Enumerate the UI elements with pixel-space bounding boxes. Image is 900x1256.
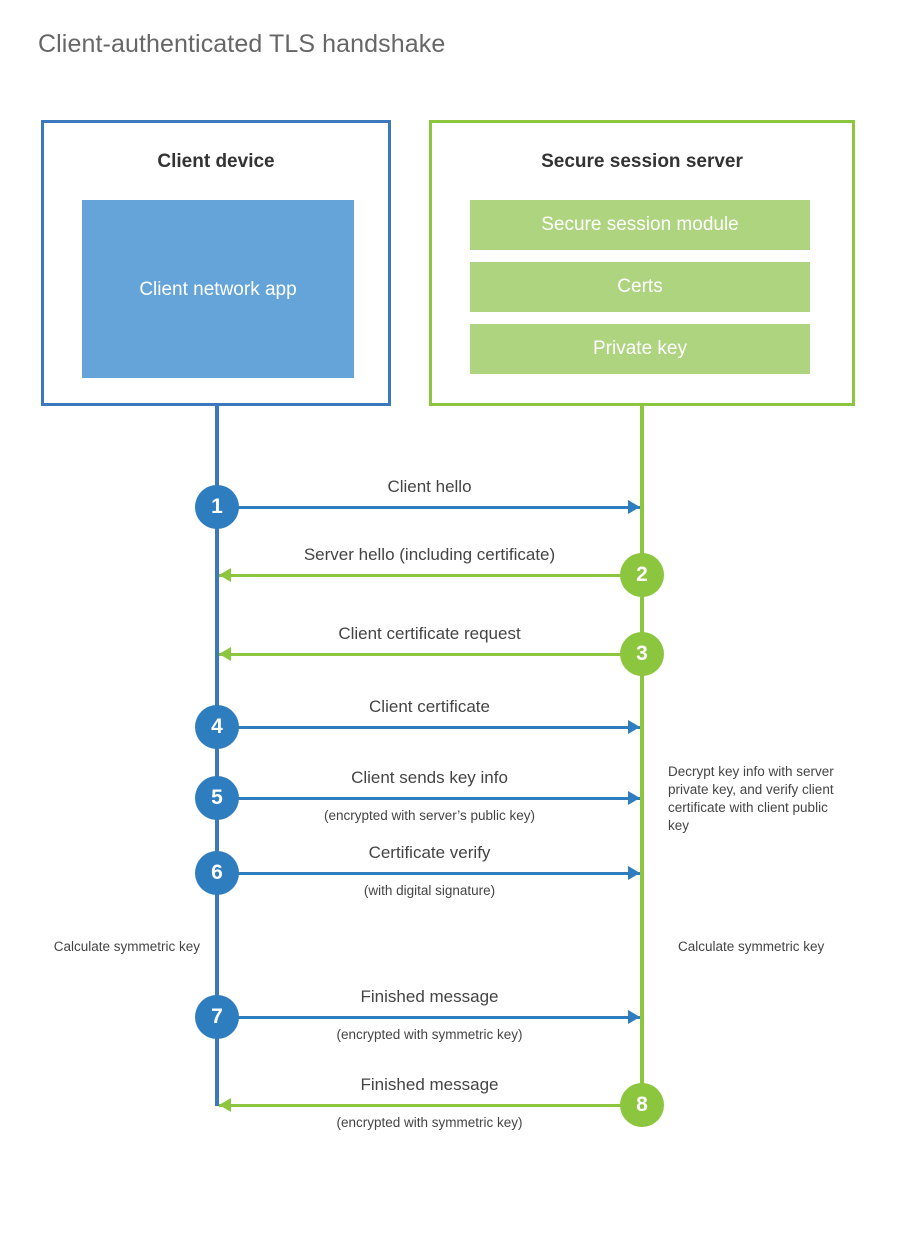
step-7-sublabel: (encrypted with symmetric key) [336,1027,523,1042]
step-2-arrow-head [219,568,231,582]
client-lifeline [215,406,219,1106]
step-6-arrow-head [628,866,640,880]
server-decrypt-annotation: Decrypt key info with server private key… [668,764,834,833]
step-5-arrow-head [628,791,640,805]
client-device-title: Client device [157,151,275,172]
step-1-label: Client hello [387,477,472,496]
step-2-label: Server hello (including certificate) [303,545,556,564]
step-number-badge-3: 3 [620,632,664,676]
step-1-arrow-shaft [219,506,640,509]
step-3-arrow-shaft [219,653,640,656]
step-number-badge-2: 2 [620,553,664,597]
step-4-arrow-shaft [219,726,640,729]
step-number-badge-1: 1 [195,485,239,529]
step-6-arrow-shaft [219,872,640,875]
step-number-badge-7: 7 [195,995,239,1039]
server-component-private-key: Private key [470,324,810,374]
server-component-secure-session-module: Secure session module [470,200,810,250]
server-component-certs: Certs [470,262,810,312]
step-1-arrow-head [628,500,640,514]
step-4-label: Client certificate [369,697,490,716]
secure-session-server-title: Secure session server [541,151,743,172]
step-number-badge-6: 6 [195,851,239,895]
server-calculate-symmetric-key-annotation: Calculate symmetric key [678,939,825,954]
step-8-arrow-head [219,1098,231,1112]
server-lifeline [640,406,644,1106]
step-7-label: Finished message [360,987,499,1006]
client-device-box: Client device Client network app [41,120,391,406]
page-title: Client-authenticated TLS handshake [38,30,446,58]
step-5-label: Client sends key info [351,768,508,787]
step-number-badge-4: 4 [195,705,239,749]
step-number-badge-8: 8 [620,1083,664,1127]
secure-session-server-box: Secure session server Secure session mod… [429,120,855,406]
step-3-label: Client certificate request [338,624,521,643]
step-7-arrow-head [628,1010,640,1024]
step-6-sublabel: (with digital signature) [363,883,496,898]
step-6-label: Certificate verify [368,843,491,862]
client-network-app-block: Client network app [82,200,354,378]
step-5-sublabel: (encrypted with server’s public key) [323,808,536,823]
step-7-arrow-shaft [219,1016,640,1019]
step-number-badge-5: 5 [195,776,239,820]
step-2-arrow-shaft [219,574,640,577]
step-8-sublabel: (encrypted with symmetric key) [336,1115,523,1130]
step-4-arrow-head [628,720,640,734]
step-8-label: Finished message [360,1075,499,1094]
client-calculate-symmetric-key-annotation: Calculate symmetric key [53,939,200,954]
step-8-arrow-shaft [219,1104,640,1107]
step-3-arrow-head [219,647,231,661]
step-5-arrow-shaft [219,797,640,800]
